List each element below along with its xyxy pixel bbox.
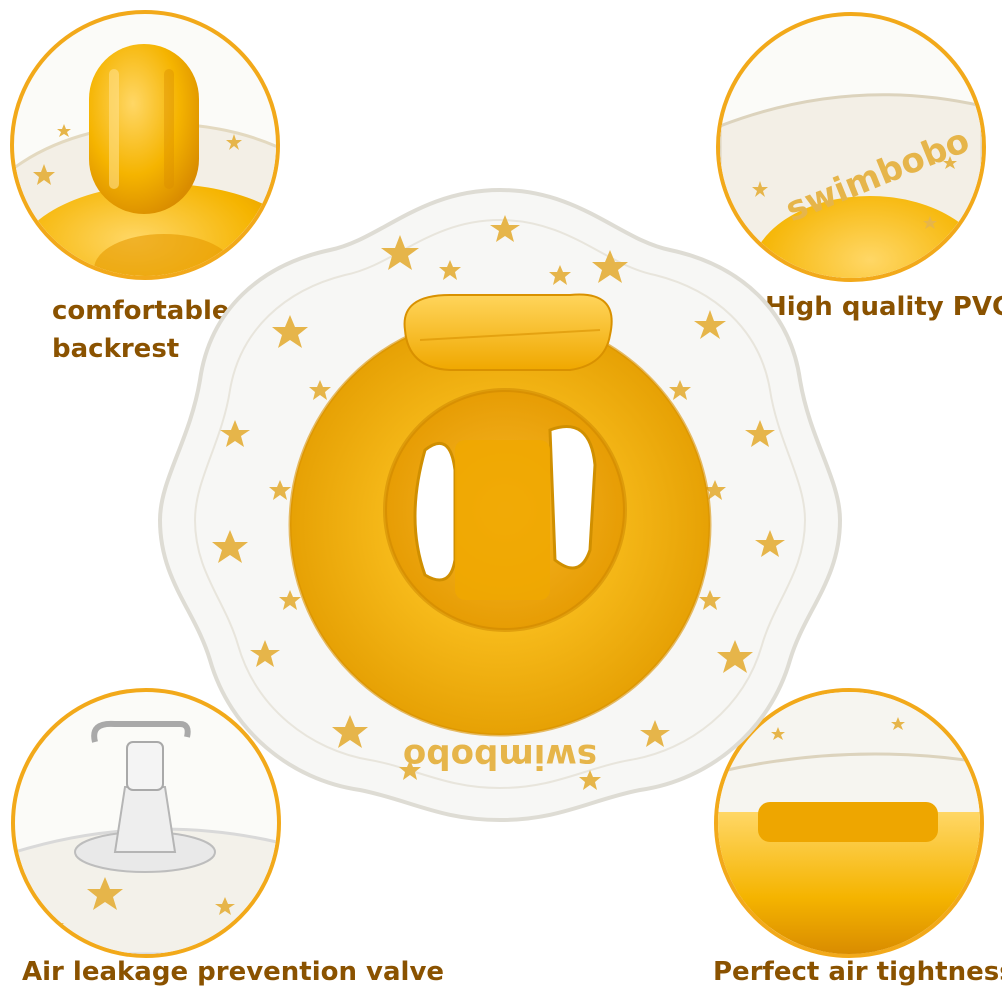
backrest-label: comfortable backrest — [52, 292, 252, 368]
backrest-label-text: comfortable backrest — [52, 296, 230, 364]
float-brand-text: swimbobo — [403, 736, 597, 776]
pvc-label: High quality PVC — [765, 288, 1002, 326]
valve-label: Air leakage prevention valve — [22, 953, 444, 991]
pvc-label-text: High quality PVC — [765, 292, 1002, 322]
pvc-detail-image: swimbobo — [716, 12, 986, 282]
backrest-detail-image — [10, 10, 280, 280]
valve-detail-image — [11, 688, 281, 958]
air-tightness-label: Perfect air tightness — [713, 953, 1002, 991]
swim-float-product-image: swimbobo — [150, 180, 850, 830]
air-tightness-label-text: Perfect air tightness — [713, 957, 1002, 987]
valve-label-text: Air leakage prevention valve — [22, 957, 445, 987]
